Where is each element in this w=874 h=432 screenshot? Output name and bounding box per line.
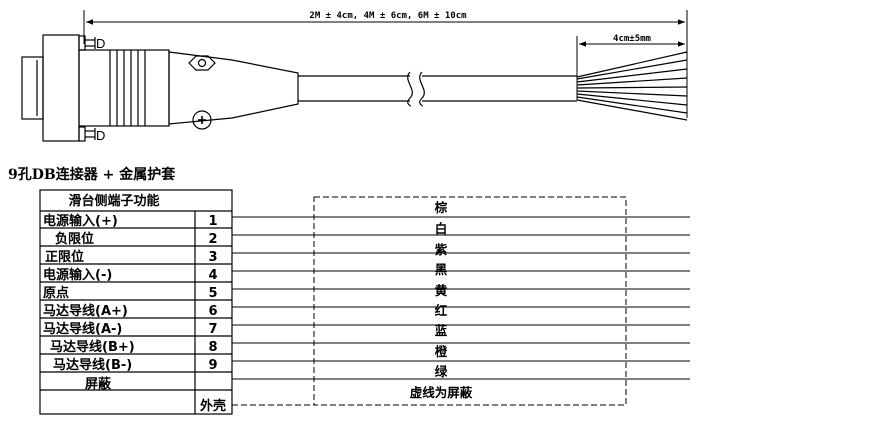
table-row-function: 马达导线(B-) — [53, 357, 132, 373]
wire-color-label: 蓝 — [435, 323, 448, 338]
table-row-function: 正限位 — [45, 249, 84, 265]
pin-mark-top: D — [96, 36, 105, 51]
wire-color-label: 红 — [435, 303, 448, 318]
pin-mark-bottom: D — [96, 128, 105, 143]
strip-dimension: 4cm±5mm — [576, 34, 685, 100]
table-row-pin: 9 — [208, 358, 217, 373]
table-row-function: 负限位 — [55, 231, 94, 247]
table-row-pin: 2 — [208, 232, 217, 247]
table-row-function: 电源输入(-) — [43, 267, 112, 283]
table-row-pin: 4 — [208, 268, 217, 283]
table-row-pin: 8 — [208, 340, 217, 355]
table-row-function: 马达导线(A+) — [43, 303, 128, 319]
pin-labels: 1 2 3 4 5 6 7 8 9 外壳 — [199, 214, 226, 414]
table-row-pin: 6 — [208, 304, 217, 319]
length-dimension: 2M ± 4cm, 4M ± 6cm, 6M ± 10cm — [83, 10, 688, 118]
table-row-function: 原点 — [43, 285, 69, 301]
table-row-pin: 1 — [208, 214, 217, 229]
table-row-pin: 3 — [208, 250, 217, 265]
table-header: 滑台侧端子功能 — [68, 193, 159, 209]
function-labels: 电源输入(+) 负限位 正限位 电源输入(-) 原点 马达导线(A+) 马达导线… — [43, 213, 135, 392]
strip-dimension-label: 4cm±5mm — [613, 34, 652, 44]
wire-color-label: 紫 — [435, 242, 448, 257]
table-row-pin: 5 — [208, 286, 217, 301]
cable — [298, 51, 688, 121]
wire-color-label: 棕 — [434, 200, 448, 215]
wire-color-label: 白 — [435, 221, 448, 236]
wire-lines — [232, 216, 690, 380]
wire-color-label: 橙 — [435, 344, 448, 359]
wire-color-labels: 棕 白 紫 黑 黄 红 蓝 橙 绿 虚线为屏蔽 — [410, 200, 473, 400]
shield-dashed — [232, 196, 627, 406]
table-row-function: 电源输入(+) — [43, 213, 118, 229]
table-row-function: 马达导线(A-) — [43, 321, 122, 337]
table-row-function: 马达导线(B+) — [50, 339, 135, 355]
length-dimension-label: 2M ± 4cm, 4M ± 6cm, 6M ± 10cm — [309, 11, 467, 21]
wire-color-label: 黄 — [435, 283, 448, 298]
table-row-pin: 外壳 — [199, 398, 226, 414]
connector-caption: 9孔DB连接器 + 金属护套 — [8, 166, 175, 183]
db9-connector — [21, 34, 299, 142]
shield-label: 虚线为屏蔽 — [410, 385, 473, 400]
table-row-pin: 7 — [208, 322, 217, 337]
wire-color-label: 黑 — [435, 262, 448, 277]
wire-color-label: 绿 — [435, 364, 448, 379]
pinout-table — [39, 189, 233, 415]
table-row-function: 屏蔽 — [85, 376, 112, 392]
